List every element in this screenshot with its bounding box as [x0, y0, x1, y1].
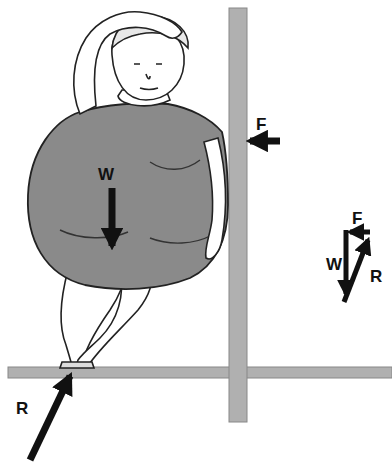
force-label: F — [352, 210, 362, 227]
arm — [204, 138, 225, 259]
weight-arrow — [109, 188, 116, 246]
force-label: R — [16, 400, 28, 417]
force-label: W — [98, 166, 114, 183]
triangle-r-vector — [344, 240, 368, 302]
raised-arm — [74, 12, 182, 114]
wall-force-arrow — [250, 138, 280, 145]
force-label: R — [370, 268, 382, 285]
triangle-w-vector — [344, 230, 349, 294]
wall — [229, 8, 247, 422]
shirt-folds — [60, 160, 210, 243]
triangle-f-vector — [350, 230, 370, 235]
force-label: W — [326, 256, 342, 273]
floor-reaction-arrow — [30, 376, 70, 460]
force-label: F — [256, 116, 266, 133]
body — [28, 103, 228, 289]
